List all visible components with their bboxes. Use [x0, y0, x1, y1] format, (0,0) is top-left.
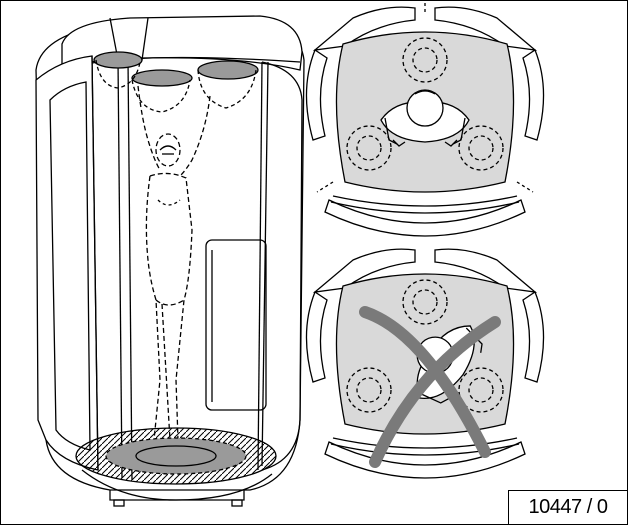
lamp-top-right [198, 61, 258, 79]
lamp-top-center [132, 70, 192, 86]
figure-reference-number: 10447 / 0 [529, 496, 608, 519]
tanning-booth-illustration [36, 16, 304, 506]
correct-position-top-view [306, 0, 543, 236]
incorrect-position-crossed [306, 249, 543, 478]
lamp-top-left [94, 52, 142, 68]
booth-left-door [36, 56, 98, 470]
figure-reference-box: 10447 / 0 [508, 490, 627, 524]
